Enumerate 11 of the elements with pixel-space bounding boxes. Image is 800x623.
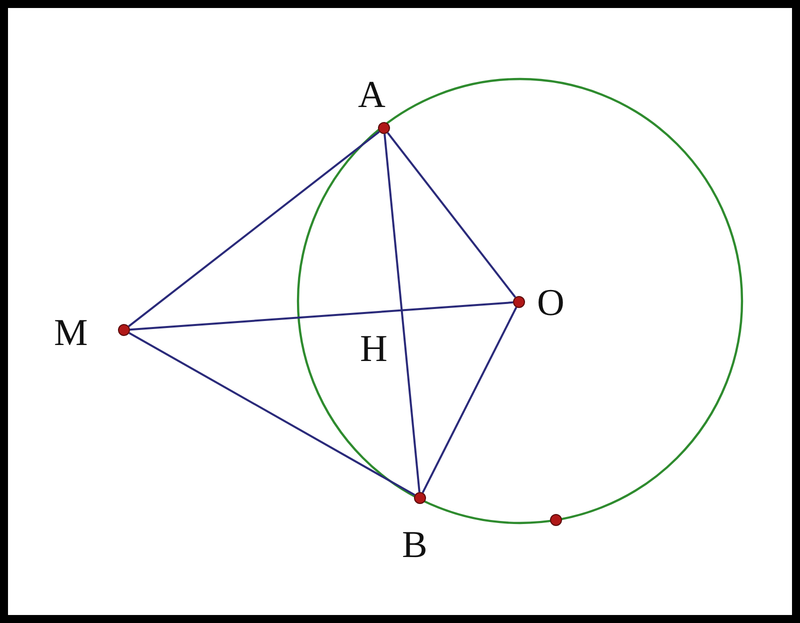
line-segment [386,132,516,298]
point-label: H [360,330,388,368]
point-label: O [537,284,564,322]
line-segment [128,130,380,328]
line-segment [128,332,416,496]
point-label: M [54,314,88,352]
line-segment [422,306,518,494]
point-label: A [358,76,386,114]
line-segment [130,301,514,331]
line-segment [384,134,420,492]
point-label: B [402,526,428,564]
